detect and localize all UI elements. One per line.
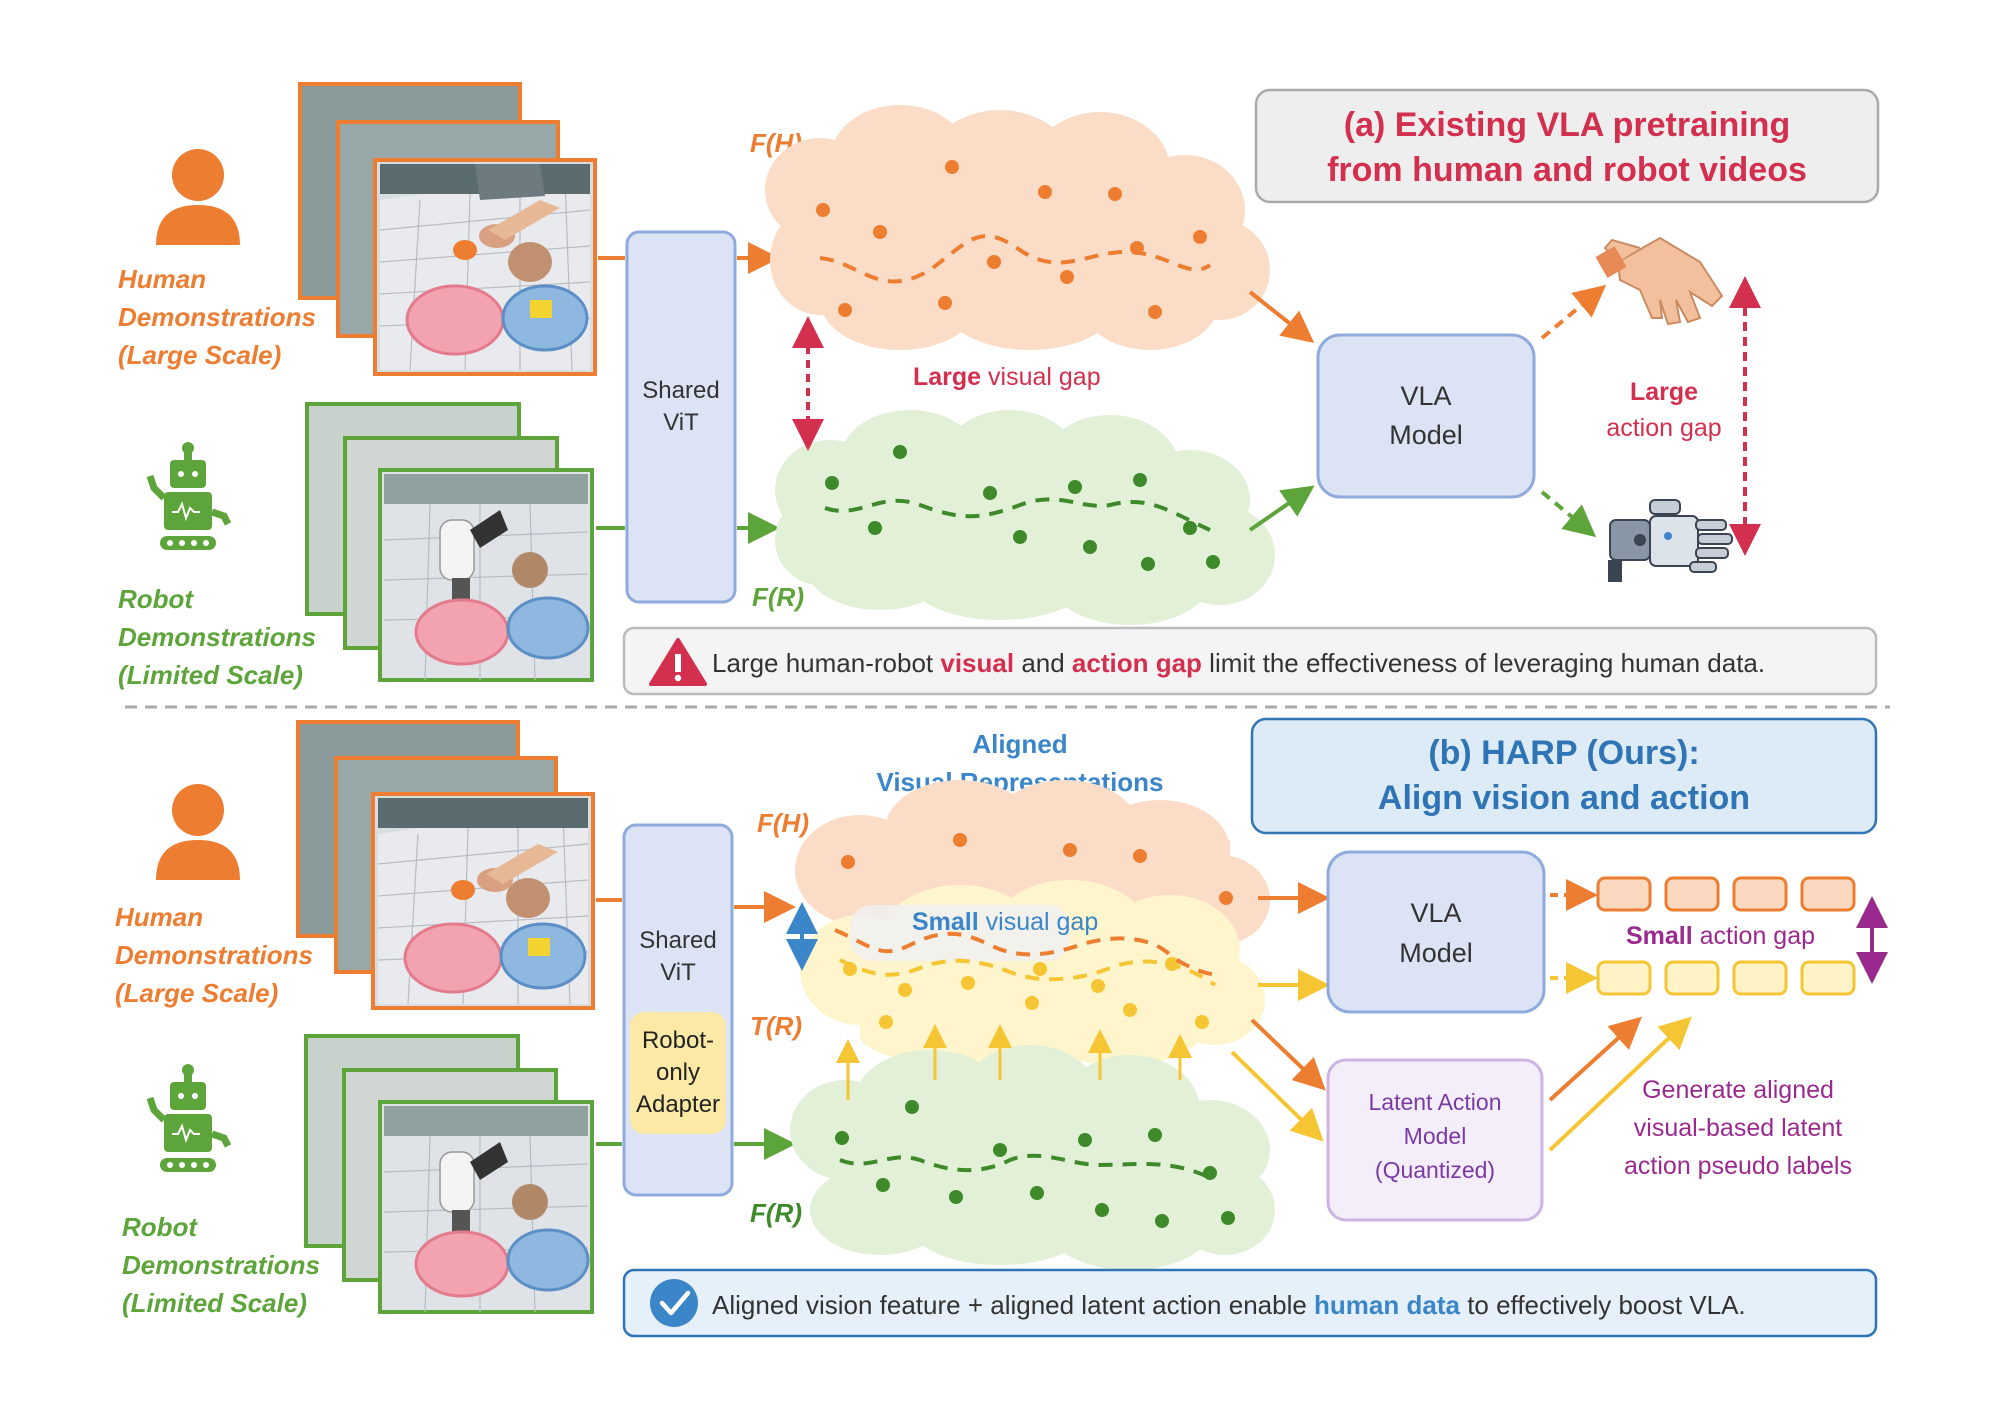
top-warning-bar — [622, 626, 1878, 696]
bottom-action-gap-label: Small action gap — [1626, 922, 1815, 950]
generate-label-1: Generate aligned — [1642, 1076, 1834, 1104]
adapter-transform-arrows — [836, 1024, 1192, 1100]
svg-text:Demonstrations: Demonstrations — [118, 302, 316, 332]
top-human-label: Human Demonstrations (Large Scale) — [118, 264, 316, 370]
top-vla-label-2: Model — [1389, 420, 1463, 450]
top-title-box — [1254, 88, 1880, 204]
generate-label-3: action pseudo labels — [1624, 1152, 1852, 1180]
robot-hand-icon — [1608, 499, 1733, 582]
bottom-transformed-feature-dots — [843, 957, 1209, 1029]
top-fr-label: F(R) — [752, 582, 804, 612]
top-action-gap-rest: action gap — [1606, 414, 1721, 442]
top-vla-label-1: VLA — [1400, 381, 1451, 411]
aligned-label-1: Aligned — [972, 729, 1067, 759]
bottom-vit-label-1: Shared — [639, 927, 716, 954]
bottom-robot-feature-dots — [835, 1100, 1235, 1228]
human-action-tokens — [1596, 876, 1856, 912]
top-robot-label: Robot Demonstrations (Limited Scale) — [118, 584, 316, 690]
robot-icon-bottom — [146, 1064, 232, 1172]
bottom-vit-label-2: ViT — [660, 959, 696, 986]
top-shared-vit — [625, 230, 737, 604]
adapter-label-1: Robot- — [642, 1027, 714, 1054]
bottom-title-line-1: (b) HARP (Ours): — [1428, 734, 1699, 772]
check-circle-icon — [650, 1279, 698, 1327]
top-human-feature-dots — [816, 160, 1207, 319]
human-hand-icon — [1595, 236, 1724, 326]
bottom-robot-frames — [304, 1034, 594, 1314]
top-visual-gap-label: Large visual gap — [913, 363, 1101, 391]
robot-action-tokens — [1596, 960, 1856, 996]
bottom-title-box — [1250, 717, 1878, 835]
svg-text:(Limited Scale): (Limited Scale) — [122, 1288, 307, 1318]
bottom-robot-label: Robot Demonstrations (Limited Scale) — [122, 1212, 320, 1318]
warning-triangle-icon — [649, 638, 707, 686]
adapter-label-2: only — [656, 1059, 700, 1086]
lam-label-1: Latent Action — [1369, 1089, 1502, 1115]
bottom-tr-label: T(R) — [750, 1011, 802, 1041]
bottom-note-text: Aligned vision feature + aligned latent … — [712, 1290, 1746, 1320]
top-vit-label-2: ViT — [663, 409, 699, 436]
svg-text:Human: Human — [115, 902, 203, 932]
top-robot-frames — [305, 402, 594, 682]
svg-text:Robot: Robot — [118, 584, 194, 614]
bottom-human-frames — [296, 720, 595, 1010]
svg-text:Demonstrations: Demonstrations — [122, 1250, 320, 1280]
top-warning-text: Large human-robot visual and action gap … — [712, 648, 1765, 678]
bottom-robot-feature-cloud — [790, 1045, 1275, 1270]
adapter-label-3: Adapter — [636, 1091, 720, 1118]
bottom-vla-label-2: Model — [1399, 938, 1473, 968]
top-vit-label-1: Shared — [642, 377, 719, 404]
robot-icon — [146, 442, 232, 550]
bottom-fh-label: F(H) — [757, 808, 809, 838]
bottom-shared-vit — [622, 823, 734, 1197]
top-human-feature-cloud — [765, 105, 1270, 350]
top-robot-feature-dots — [825, 445, 1220, 571]
svg-text:Robot: Robot — [122, 1212, 198, 1242]
top-title-line-2: from human and robot videos — [1327, 151, 1807, 189]
top-robot-feature-cloud — [775, 410, 1275, 625]
human-person-icon-bottom — [156, 784, 240, 880]
svg-text:(Limited Scale): (Limited Scale) — [118, 660, 303, 690]
bottom-note-bar — [622, 1268, 1878, 1338]
robot-only-adapter — [630, 1012, 726, 1134]
lam-label-2: Model — [1404, 1123, 1467, 1149]
generate-label-2: visual-based latent — [1634, 1114, 1843, 1142]
bottom-human-label: Human Demonstrations (Large Scale) — [115, 902, 313, 1008]
svg-text:(Large Scale): (Large Scale) — [115, 978, 278, 1008]
top-vla-model — [1316, 333, 1536, 499]
svg-text:Demonstrations: Demonstrations — [118, 622, 316, 652]
human-person-icon — [156, 149, 240, 245]
lam-label-3: (Quantized) — [1375, 1157, 1495, 1183]
top-title-line-1: (a) Existing VLA pretraining — [1344, 106, 1790, 144]
svg-text:Demonstrations: Demonstrations — [115, 940, 313, 970]
bottom-vla-model — [1326, 850, 1546, 1014]
latent-action-model — [1326, 1058, 1544, 1222]
top-human-frames — [298, 82, 597, 376]
svg-text:(Large Scale): (Large Scale) — [118, 340, 281, 370]
bottom-title-line-2: Align vision and action — [1378, 779, 1750, 817]
bottom-visual-gap-label: Small visual gap — [912, 908, 1098, 936]
top-action-gap-bold: Large — [1630, 378, 1698, 406]
bottom-fr-label: F(R) — [750, 1198, 802, 1228]
svg-text:Human: Human — [118, 264, 206, 294]
bottom-vla-label-1: VLA — [1410, 898, 1461, 928]
